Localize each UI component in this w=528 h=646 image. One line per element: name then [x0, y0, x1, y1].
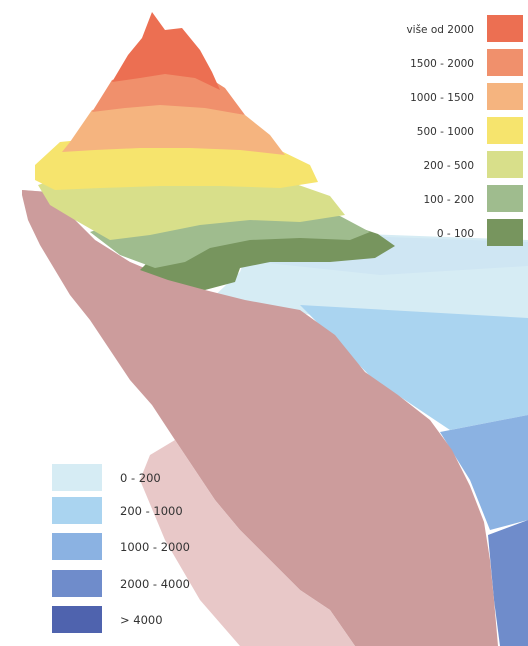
- depth-label-2000-4000: 2000 - 4000: [120, 577, 190, 591]
- depth-swatch-200-1000: [52, 497, 102, 524]
- depth-legend: 0 - 200 200 - 1000 1000 - 2000 2000 - 40…: [52, 464, 190, 633]
- elevation-swatch-1000-1500: [487, 83, 523, 110]
- depth-swatch-0-200: [52, 464, 102, 491]
- elevation-label-1500-2000: 1500 - 2000: [410, 58, 474, 70]
- depth-label-0-200: 0 - 200: [120, 471, 161, 485]
- elevation-label-200-500: 200 - 500: [423, 160, 474, 172]
- elevation-swatch-above-2000: [487, 15, 523, 42]
- elevation-label-500-1000: 500 - 1000: [417, 126, 474, 138]
- ocean-band-200-1000: [300, 305, 528, 430]
- seabed-cross-section: [22, 190, 498, 646]
- depth-label-200-1000: 200 - 1000: [120, 504, 183, 518]
- elevation-swatch-100-200: [487, 185, 523, 212]
- depth-swatch-1000-2000: [52, 533, 102, 560]
- mountain-band-1000-1500: [62, 102, 285, 155]
- mountain-band-above-2000: [112, 12, 220, 90]
- depth-swatch-2000-4000: [52, 570, 102, 597]
- mountain-band-200-500: [38, 175, 345, 240]
- elevation-swatch-200-500: [487, 151, 523, 178]
- elevation-label-1000-1500: 1000 - 1500: [410, 92, 474, 104]
- depth-label-1000-2000: 1000 - 2000: [120, 540, 190, 554]
- elevation-label-above-2000: više od 2000: [406, 24, 474, 36]
- elevation-swatch-0-100: [487, 219, 523, 246]
- mountain-band-500-1000: [35, 138, 318, 190]
- elevation-swatch-1500-2000: [487, 49, 523, 76]
- elevation-label-0-100: 0 - 100: [437, 228, 474, 240]
- ocean-band-2000-4000: [488, 520, 528, 646]
- depth-label-above-4000: > 4000: [120, 613, 163, 627]
- elevation-legend: više od 2000 1500 - 2000 1000 - 1500 500…: [406, 15, 523, 246]
- elevation-swatch-500-1000: [487, 117, 523, 144]
- ocean-band-1000-2000: [440, 415, 528, 530]
- elevation-label-100-200: 100 - 200: [423, 194, 474, 206]
- depth-swatch-above-4000: [52, 606, 102, 633]
- cross-section: [22, 190, 498, 646]
- seabed-cross-section-light: [140, 440, 355, 646]
- mountain-elevation-bands: [35, 12, 395, 290]
